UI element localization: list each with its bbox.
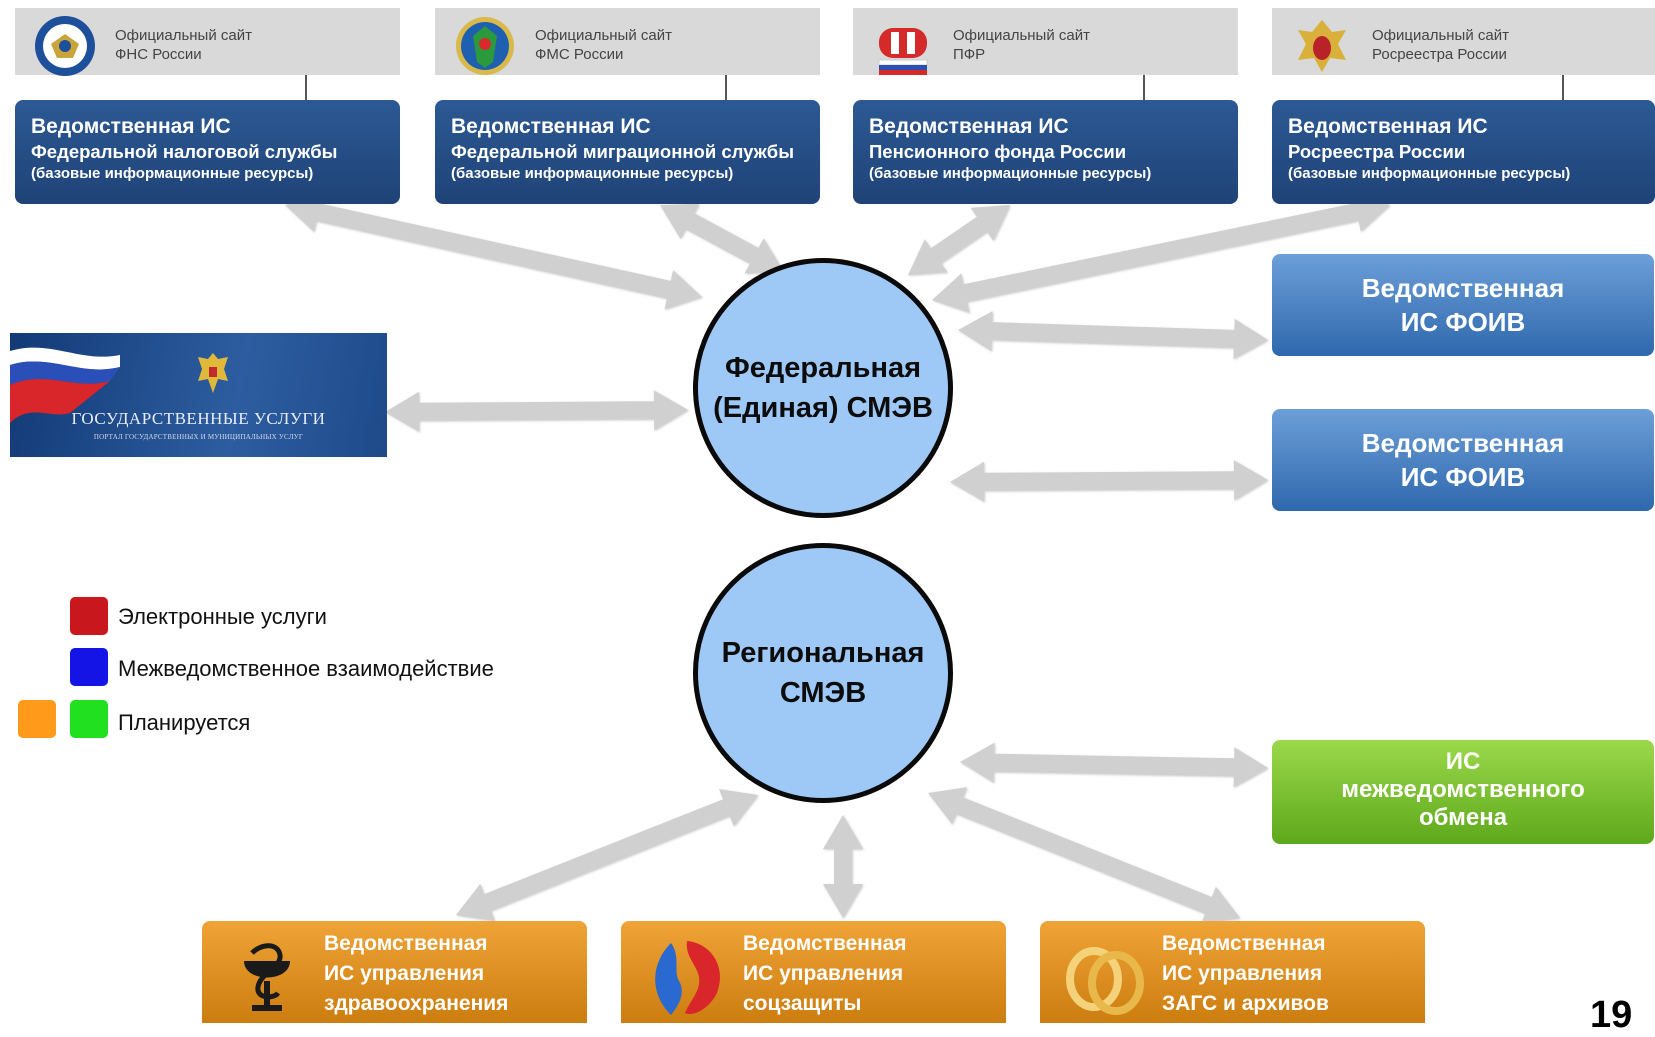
- medicine-bowl-icon: [244, 943, 290, 1011]
- dept-title: Ведомственная ИС: [451, 115, 651, 138]
- dept-subtitle: Федеральной налоговой службы: [31, 141, 338, 162]
- green-line: межведомственного: [1341, 776, 1585, 803]
- coat-of-arms-icon: [198, 353, 228, 393]
- interdepartmental-exchange-is[interactable]: ИС межведомственного обмена: [1272, 740, 1654, 844]
- helping-hands-icon: [655, 941, 721, 1015]
- pfr-logo-icon: [878, 28, 928, 75]
- double-arrow-11: [928, 787, 1240, 924]
- foiv-line: ИС ФОИВ: [1400, 462, 1526, 492]
- double-arrow-6: [385, 390, 688, 432]
- legend-swatch-electronic-services: [70, 597, 108, 635]
- double-arrow-3: [908, 205, 1010, 275]
- dept-title: Ведомственная ИС: [1288, 115, 1488, 138]
- double-arrow-8: [960, 742, 1268, 788]
- dept-note: (базовые информационные ресурсы): [451, 165, 734, 182]
- double-arrow-5: [958, 311, 1268, 359]
- dept-is-foiv-1[interactable]: Ведомственная ИС ФОИВ: [1272, 254, 1654, 356]
- dept-is-fms[interactable]: Ведомственная ИС Федеральной миграционно…: [435, 100, 820, 204]
- legend-swatch-interdepartmental: [70, 648, 108, 686]
- connector-line: [305, 75, 307, 101]
- dept-subtitle: Федеральной миграционной службы: [451, 141, 795, 162]
- double-arrow-1: [285, 192, 702, 310]
- legend-swatch-planned-orange: [18, 700, 56, 738]
- dept-title: Ведомственная ИС: [869, 115, 1069, 138]
- page-number: 19: [1590, 994, 1633, 1036]
- connector-line: [1143, 75, 1145, 101]
- green-line: ИС: [1445, 748, 1481, 775]
- wedding-rings-icon: [1066, 947, 1144, 1015]
- dept-is-foiv-2[interactable]: Ведомственная ИС ФОИВ: [1272, 409, 1654, 511]
- green-line: обмена: [1418, 804, 1508, 831]
- fms-emblem-icon: [456, 17, 514, 75]
- foiv-line: Ведомственная: [1361, 273, 1565, 303]
- regional-smev-circle[interactable]: Региональная СМЭВ: [693, 543, 953, 803]
- dept-note: (базовые информационные ресурсы): [31, 165, 314, 182]
- foiv-line: Ведомственная: [1361, 428, 1565, 458]
- federal-line: Федеральная: [724, 352, 922, 384]
- federal-line: (Единая) СМЭВ: [713, 392, 933, 424]
- federal-smev-circle[interactable]: Федеральная (Единая) СМЭВ: [693, 258, 953, 518]
- legend-swatch-planned-green: [70, 700, 108, 738]
- double-arrow-7: [950, 460, 1268, 502]
- gosuslugi-title: ГОСУДАРСТВЕННЫЕ УСЛУГИ: [71, 409, 326, 428]
- gosuslugi-portal-banner[interactable]: ГОСУДАРСТВЕННЫЕ УСЛУГИ ПОРТАЛ ГОСУДАРСТВ…: [10, 333, 387, 457]
- regional-line: Региональная: [721, 637, 925, 669]
- connector-line: [1562, 75, 1564, 101]
- double-arrow-9: [456, 789, 758, 921]
- dept-is-pfr[interactable]: Ведомственная ИС Пенсионного фонда Росси…: [853, 100, 1238, 204]
- dept-note: (базовые информационные ресурсы): [1288, 165, 1571, 182]
- foiv-line: ИС ФОИВ: [1400, 307, 1526, 337]
- dept-title: Ведомственная ИС: [31, 115, 231, 138]
- dept-subtitle: Росреестра России: [1288, 141, 1466, 162]
- legend-label: Электронные услуги: [118, 604, 327, 629]
- connector-line: [725, 75, 727, 101]
- dept-is-fns[interactable]: Ведомственная ИС Федеральной налоговой с…: [15, 100, 400, 204]
- dept-note: (базовые информационные ресурсы): [869, 165, 1152, 182]
- double-arrow-10: [823, 815, 863, 918]
- gosuslugi-subtitle: ПОРТАЛ ГОСУДАРСТВЕННЫХ И МУНИЦИПАЛЬНЫХ У…: [93, 433, 304, 441]
- legend-label: Планируется: [118, 710, 251, 735]
- fns-emblem-icon: [35, 16, 95, 76]
- rosreestr-emblem-icon: [1298, 20, 1346, 72]
- russian-flag-icon: [10, 347, 120, 423]
- regional-line: СМЭВ: [779, 677, 867, 709]
- double-arrow-2: [660, 203, 784, 274]
- dept-is-rosreestr[interactable]: Ведомственная ИС Росреестра России (базо…: [1272, 100, 1655, 204]
- legend-label: Межведомственное взаимодействие: [118, 656, 494, 681]
- dept-subtitle: Пенсионного фонда России: [869, 141, 1127, 162]
- double-arrow-4: [932, 192, 1390, 313]
